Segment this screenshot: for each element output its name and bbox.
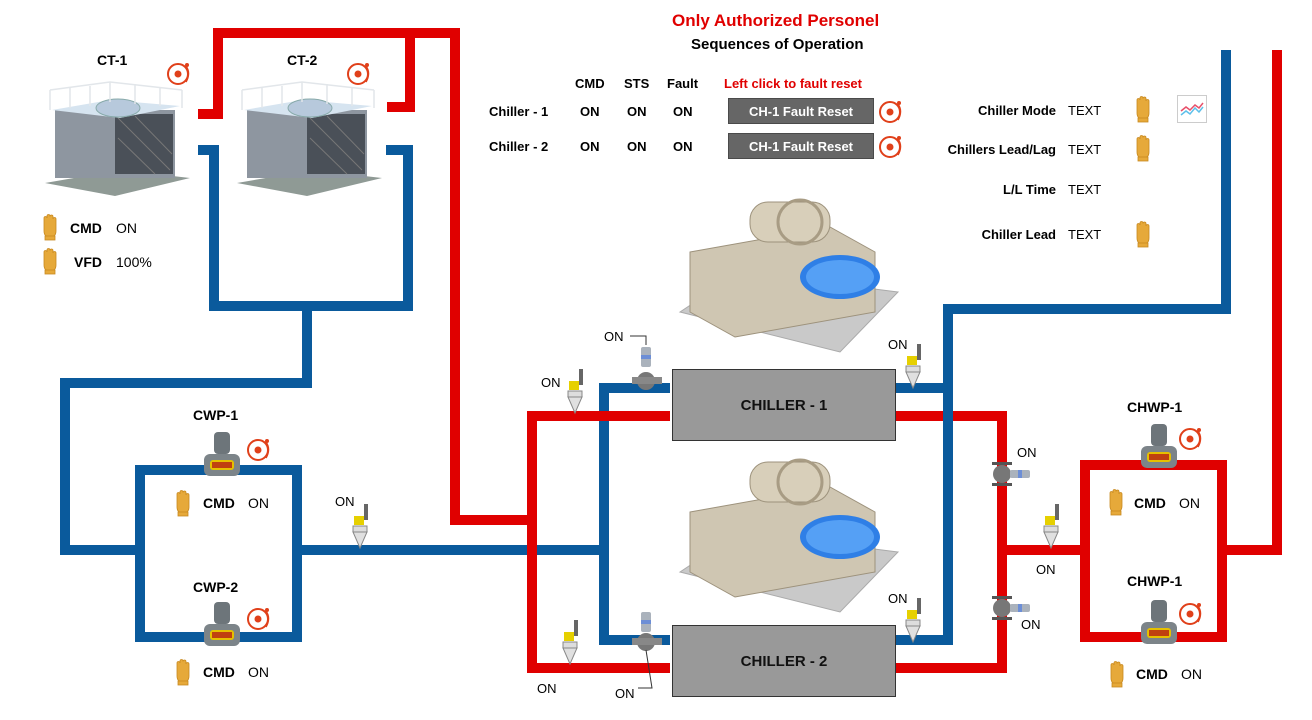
- fault-reset-hint: Left click to fault reset: [724, 76, 862, 91]
- chwp2-cmd-hand-icon[interactable]: [1107, 660, 1127, 688]
- cwp1-alarm-icon[interactable]: [246, 436, 272, 462]
- cwp2-label: CWP-2: [193, 579, 239, 595]
- chwp1-cmd-label: CMD: [1134, 495, 1166, 511]
- page-title: Only Authorized Personel: [672, 11, 880, 30]
- chiller-2-fault-reset-button[interactable]: CH-1 Fault Reset: [728, 133, 874, 159]
- chiller-lead-value: TEXT: [1068, 227, 1102, 242]
- chillers-lead-lag-label: Chillers Lead/Lag: [947, 142, 1056, 157]
- trend-chart-icon: [1180, 102, 1204, 116]
- ch1-evap-in-flow-status: ON: [541, 375, 561, 390]
- chillers-lead-lag-hand-icon[interactable]: [1133, 134, 1153, 162]
- chiller-mode-value: TEXT: [1068, 103, 1102, 118]
- chillers-lead-lag-value: TEXT: [1068, 142, 1102, 157]
- chwp2-cmd-label: CMD: [1136, 666, 1168, 682]
- cwp2-cmd-value: ON: [248, 664, 269, 680]
- ct2-label: CT-2: [287, 52, 318, 68]
- ch2-evap-out-flow-status: ON: [888, 591, 908, 606]
- cooling-tower-1[interactable]: [40, 78, 200, 198]
- ch2-cond-valve-icon[interactable]: [628, 610, 668, 690]
- chiller-2-fault: ON: [673, 139, 693, 154]
- chiller-2-row-label: Chiller - 2: [489, 139, 549, 154]
- cwp1-label: CWP-1: [193, 407, 239, 423]
- chiller-1-row-label: Chiller - 1: [489, 104, 549, 119]
- chiller-2-alarm-icon[interactable]: [878, 133, 904, 159]
- ch1-evap-in-flow-switch-icon[interactable]: [565, 367, 589, 415]
- cwp1-cmd-label: CMD: [203, 495, 235, 511]
- chiller-2-cmd: ON: [580, 139, 600, 154]
- chw-valve-1-status: ON: [1017, 445, 1037, 460]
- cwp2-alarm-icon[interactable]: [246, 605, 272, 631]
- chiller-1-image: [678, 198, 900, 353]
- cwp2-cmd-hand-icon[interactable]: [173, 658, 193, 686]
- chwp1-alarm-icon[interactable]: [1178, 425, 1204, 451]
- chwp2-label: CHWP-1: [1127, 573, 1183, 589]
- page-subtitle: Sequences of Operation: [691, 36, 864, 53]
- column-header-cmd: CMD: [575, 76, 605, 91]
- chiller-lead-hand-icon[interactable]: [1133, 220, 1153, 248]
- cold-chilled-pipes: [893, 50, 1231, 645]
- chiller-mode-label: Chiller Mode: [977, 103, 1056, 118]
- chiller-2-box[interactable]: CHILLER - 2: [672, 625, 896, 697]
- ch2-cond-valve-status: ON: [615, 686, 635, 701]
- chiller-2-sts: ON: [627, 139, 647, 154]
- ll-time-value: TEXT: [1068, 182, 1102, 197]
- ct2-alarm-icon[interactable]: [346, 60, 372, 86]
- chwp1-label: CHWP-1: [1127, 399, 1183, 415]
- cwp2-pump-icon[interactable]: [200, 600, 244, 650]
- chwp1-pump-icon[interactable]: [1137, 422, 1181, 472]
- chiller-1-alarm-icon[interactable]: [878, 98, 904, 124]
- chw-header-flow-status: ON: [1036, 562, 1056, 577]
- ct-vfd-label: VFD: [74, 254, 102, 270]
- ct-cmd-value: ON: [116, 220, 137, 236]
- column-header-sts: STS: [624, 76, 650, 91]
- cwp1-cmd-hand-icon[interactable]: [173, 489, 193, 517]
- chiller-1-sts: ON: [627, 104, 647, 119]
- cwp1-pump-icon[interactable]: [200, 430, 244, 480]
- chwp2-cmd-value: ON: [1181, 666, 1202, 682]
- chiller-1-fault: ON: [673, 104, 693, 119]
- chwp2-pump-icon[interactable]: [1137, 598, 1181, 648]
- hot-condenser-pipes: [198, 28, 532, 525]
- ch2-evap-in-flow-status: ON: [537, 681, 557, 696]
- cwp1-cmd-value: ON: [248, 495, 269, 511]
- chiller-mode-trend-button[interactable]: [1177, 95, 1207, 123]
- chw-valve-2-status: ON: [1021, 617, 1041, 632]
- ct1-alarm-icon[interactable]: [166, 60, 192, 86]
- ct-vfd-hand-icon[interactable]: [40, 247, 60, 275]
- cw-header-flow-status: ON: [335, 494, 355, 509]
- ch1-cond-valve-status: ON: [604, 329, 624, 344]
- cwp2-cmd-label: CMD: [203, 664, 235, 680]
- cold-condenser-pipes: [60, 145, 670, 645]
- ct-cmd-label: CMD: [70, 220, 102, 236]
- chw-header-flow-switch-icon[interactable]: [1041, 502, 1065, 550]
- ch1-cond-valve-icon[interactable]: [628, 335, 668, 397]
- chiller-lead-label: Chiller Lead: [981, 227, 1056, 242]
- chiller-2-image: [678, 458, 900, 613]
- chiller-1-cmd: ON: [580, 104, 600, 119]
- chiller-1-fault-reset-button[interactable]: CH-1 Fault Reset: [728, 98, 874, 124]
- ch1-evap-out-flow-status: ON: [888, 337, 908, 352]
- ch1-evap-out-flow-switch-icon[interactable]: [903, 342, 927, 390]
- chwp1-cmd-hand-icon[interactable]: [1106, 488, 1126, 516]
- column-header-fault: Fault: [667, 76, 699, 91]
- chw-valve-2-icon[interactable]: [990, 594, 1034, 622]
- ch2-evap-out-flow-switch-icon[interactable]: [903, 596, 927, 644]
- ct-vfd-value: 100%: [116, 254, 152, 270]
- ll-time-label: L/L Time: [1003, 182, 1056, 197]
- ch2-evap-in-flow-switch-icon[interactable]: [560, 618, 584, 666]
- ct-cmd-hand-icon[interactable]: [40, 213, 60, 241]
- chw-valve-1-icon[interactable]: [990, 460, 1034, 488]
- chiller-mode-hand-icon[interactable]: [1133, 95, 1153, 123]
- chiller-1-box[interactable]: CHILLER - 1: [672, 369, 896, 441]
- ct1-label: CT-1: [97, 52, 128, 68]
- cw-header-flow-switch-icon[interactable]: [350, 502, 374, 550]
- cooling-tower-2[interactable]: [232, 78, 392, 198]
- chwp2-alarm-icon[interactable]: [1178, 600, 1204, 626]
- chwp1-cmd-value: ON: [1179, 495, 1200, 511]
